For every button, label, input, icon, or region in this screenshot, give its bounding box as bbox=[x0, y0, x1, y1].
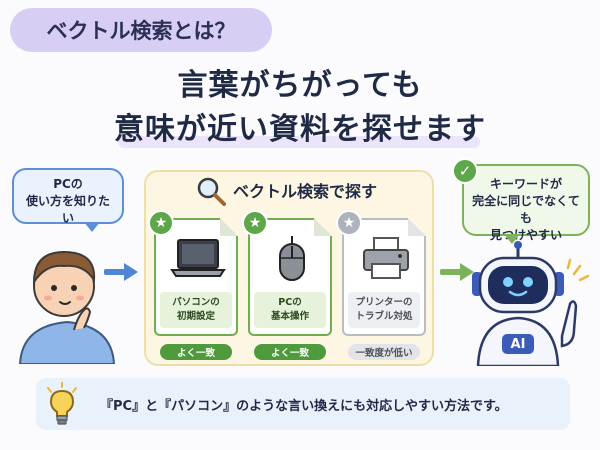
printer-icon bbox=[363, 237, 409, 279]
ai-bubble-line-2: 完全に同じでなくても bbox=[472, 194, 580, 225]
headline-line-2: 意味が近い資料を探せます bbox=[114, 112, 486, 147]
thinking-person-icon bbox=[18, 250, 116, 364]
headline-line-1: 言葉がちがっても bbox=[177, 68, 423, 103]
low-match-badge: 一致度が低い bbox=[348, 344, 420, 360]
vector-search-panel: ベクトル検索で探す ★ パソコンの 初期設定 ★ PCの bbox=[144, 170, 434, 366]
user-speech-bubble: PCの 使い方を知りたい bbox=[12, 168, 124, 232]
match-badge: よく一致 bbox=[254, 344, 326, 360]
light-bulb-icon bbox=[47, 382, 77, 425]
page-title: ベクトル検索とは？ bbox=[46, 19, 236, 43]
check-icon: ✓ bbox=[452, 158, 478, 184]
star-icon: ★ bbox=[148, 210, 174, 236]
tip-text: 『PC』と『パソコン』のような言い換えにも対応しやすい方法です。 bbox=[100, 398, 508, 414]
card-label: PCの 基本操作 bbox=[254, 292, 326, 328]
ai-speech-bubble: キーワードが 完全に同じでなくても 見つけやすい bbox=[462, 164, 590, 244]
star-icon: ★ bbox=[336, 210, 362, 236]
result-card-pc-basics: ★ PCの 基本操作 bbox=[242, 210, 332, 336]
magnifier-icon bbox=[197, 177, 226, 206]
card-label: プリンターの トラブル対処 bbox=[348, 292, 420, 328]
page-title-pill: ベクトル検索とは？ bbox=[10, 8, 272, 52]
ai-bubble-line-1: キーワードが bbox=[489, 177, 562, 191]
robot-ai-label: AI bbox=[510, 336, 526, 352]
headline-highlight bbox=[118, 136, 480, 148]
user-bubble-line-1: PCの bbox=[53, 177, 83, 191]
arrow-right-icon bbox=[104, 263, 138, 281]
ai-robot-icon bbox=[472, 241, 590, 366]
tip-box: 『PC』と『パソコン』のような言い換えにも対応しやすい方法です。 bbox=[36, 378, 570, 430]
result-card-printer: ★ プリンターの トラブル対処 bbox=[336, 210, 426, 336]
user-bubble-line-2: 使い方を知りたい bbox=[25, 194, 110, 225]
result-card-pc-setup: ★ パソコンの 初期設定 bbox=[148, 210, 238, 336]
mouse-icon bbox=[279, 236, 305, 281]
star-icon: ★ bbox=[242, 210, 268, 236]
card-label: パソコンの 初期設定 bbox=[160, 292, 232, 328]
arrow-right-icon bbox=[440, 263, 474, 281]
laptop-icon bbox=[170, 239, 226, 277]
match-badge: よく一致 bbox=[160, 344, 232, 360]
panel-title: ベクトル検索で探す bbox=[232, 182, 377, 201]
